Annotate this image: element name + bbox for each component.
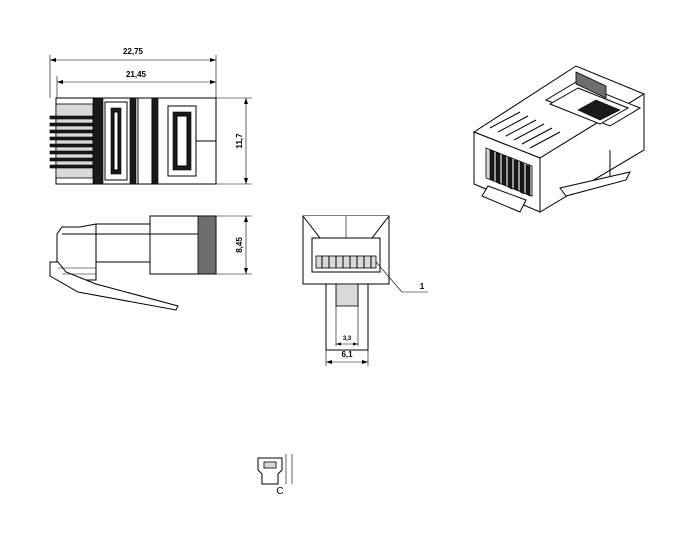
front-view-contacts: [315, 255, 377, 269]
iso-contact-pins: [489, 149, 531, 197]
front-view: 3,3 6,1 1: [302, 215, 428, 366]
dim-width: 6,1: [325, 350, 369, 366]
dim-width-label: 6,1: [341, 350, 353, 359]
top-slot-middle: [129, 97, 137, 185]
top-slot-left: [92, 97, 104, 185]
front-contact-pins: [321, 256, 372, 268]
dim-overall-length-label: 22,75: [123, 47, 144, 56]
detail-c: C: [257, 454, 293, 497]
dim-height: 11,7: [216, 97, 252, 185]
dim-inner-width-label: 3,3: [343, 336, 352, 342]
dim-side-height-label: 8,45: [235, 237, 244, 253]
dim-side-height: 8,45: [216, 215, 252, 275]
top-latch-block: [137, 97, 153, 185]
detail-c-label: C: [276, 486, 283, 497]
side-view-front-face: [197, 215, 217, 275]
iso-top-ribs: [489, 111, 561, 149]
callout-1: 1: [375, 261, 428, 293]
latch-lever: [49, 261, 179, 311]
dim-height-label: 11,7: [235, 133, 244, 149]
dim-body-length-label: 21,45: [126, 70, 147, 79]
side-view: 8,45: [49, 215, 252, 311]
dim-inner-width: 3,3: [336, 336, 358, 346]
top-view: 22,75 21,45: [49, 47, 252, 185]
side-view-body: [56, 215, 217, 281]
dim-overall-length: 22,75: [49, 47, 217, 98]
isometric-view: [472, 65, 646, 213]
iso-latch-lever: [559, 171, 631, 197]
iso-latch-front: [481, 185, 527, 213]
dim-body-length: 21,45: [56, 70, 216, 98]
callout-1-label: 1: [420, 282, 425, 291]
